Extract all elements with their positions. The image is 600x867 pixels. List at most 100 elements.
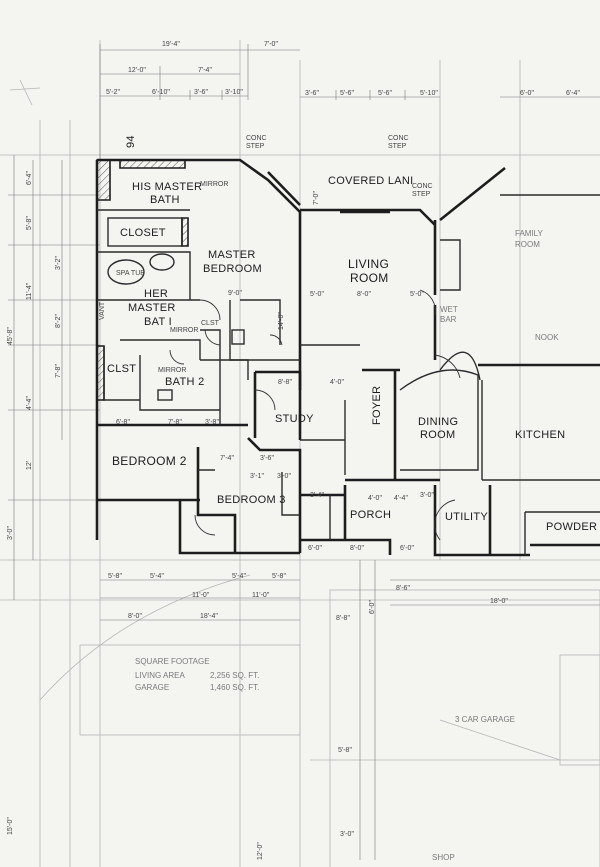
room-powder: POWDER xyxy=(546,521,597,533)
room-master-bedroom-1: MASTER xyxy=(208,249,256,261)
dim-top-6-10: 6'-10" xyxy=(152,89,170,96)
room-clst: CLST xyxy=(107,363,136,375)
room-porch: PORCH xyxy=(350,509,391,521)
dim-bottom-5-8: 5'-8" xyxy=(108,573,122,580)
room-her-bath-1: HER xyxy=(144,288,168,300)
dim-b2-6-8: 6'-8" xyxy=(116,419,130,426)
room-kitchen: KITCHEN xyxy=(515,429,565,441)
room-family-2: ROOM xyxy=(515,240,540,249)
room-garage: 3 CAR GARAGE xyxy=(455,715,515,724)
dim-bottom-8-0: 8'-0" xyxy=(128,613,142,620)
room-bedroom2: BEDROOM 2 xyxy=(112,454,187,468)
dim-b2-7-8: 7'-8" xyxy=(168,419,182,426)
dimension-lines xyxy=(8,44,600,860)
conc-step-2-a: CONC xyxy=(388,135,409,142)
dim-lanai-5-6a: 5'-6" xyxy=(340,90,354,97)
dimension-labels: 19'-4" 7'-0" 12'-0" 7'-4" 5'-2" 6'-10" 3… xyxy=(7,41,580,860)
room-bedroom3: BEDROOM 3 xyxy=(217,494,286,506)
dim-study-8-8: 8'-8" xyxy=(278,379,292,386)
dim-bottom-5-4b: 5'-4" xyxy=(232,573,246,580)
dim-porch-6-0b: 6'-0" xyxy=(400,545,414,552)
room-foyer: FOYER xyxy=(371,386,383,425)
room-study: STUDY xyxy=(275,413,314,425)
room-living-1: LIVING xyxy=(348,257,389,271)
dim-bottom-6-0: 6'-0" xyxy=(369,600,376,614)
handwritten-94: 94 xyxy=(125,135,137,148)
dim-bottom-11-0b: 11'-0" xyxy=(252,592,270,599)
dim-top-right-overall: 7'-0" xyxy=(264,41,278,48)
dim-lanai-5-6b: 5'-6" xyxy=(378,90,392,97)
dim-porch-8-0: 8'-0" xyxy=(350,545,364,552)
dim-left-15-0: 15'-0" xyxy=(7,817,14,835)
room-wet-bar-1: WET xyxy=(440,305,458,314)
room-nook: NOOK xyxy=(535,333,559,342)
dim-top-3-6: 3'-6" xyxy=(194,89,208,96)
dim-top-7-4: 7'-4" xyxy=(198,67,212,74)
sqft-living-label: LIVING AREA xyxy=(135,671,185,680)
sqft-title: SQUARE FOOTAGE xyxy=(135,657,210,666)
mirror-label-2: MIRROR xyxy=(170,327,198,334)
room-dining-1: DINING xyxy=(418,416,458,428)
conc-step-3-b: STEP xyxy=(412,191,431,198)
room-her-bath-3: BAT I xyxy=(144,316,172,328)
conc-step-1-b: STEP xyxy=(246,143,265,150)
sqft-garage-label: GARAGE xyxy=(135,683,169,692)
dim-left-3-2: 3'-2" xyxy=(55,256,62,270)
dim-left-5-8: 5'-8" xyxy=(26,216,33,230)
dim-porch-8-6: 8'-6" xyxy=(396,585,410,592)
dim-left-4-4: 4'-4" xyxy=(26,396,33,410)
square-footage-block: SQUARE FOOTAGE LIVING AREA 2,256 SQ. FT.… xyxy=(135,657,259,692)
conc-step-3-a: CONC xyxy=(412,183,433,190)
dim-b3-3-1: 3'-1" xyxy=(250,473,264,480)
dim-bottom-18-4: 18'-4" xyxy=(200,613,218,620)
dim-b3-3-0: 3'-0" xyxy=(277,473,291,480)
room-master-bedroom-2: BEDROOM xyxy=(203,263,262,275)
room-labels: HIS MASTER BATH CLOSET MASTER BEDROOM CO… xyxy=(107,175,597,862)
room-closet: CLOSET xyxy=(120,227,166,239)
room-dining-2: ROOM xyxy=(420,429,455,441)
room-covered-lanai: COVERED LANI xyxy=(328,175,414,187)
room-family-1: FAMILY xyxy=(515,229,544,238)
room-shop: SHOP xyxy=(432,853,455,862)
dim-mb-9-0: 9'-0" xyxy=(228,290,242,297)
dim-bottom-18-0: 18'-0" xyxy=(490,598,508,605)
room-his-master-bath-2: BATH xyxy=(150,194,180,206)
dim-lr-8-0: 8'-0" xyxy=(357,291,371,298)
dim-bottom-5-8c: 5'-8" xyxy=(338,747,352,754)
spa-tub-label: SPA TUB xyxy=(116,270,145,277)
dim-bottom-8-8: 8'-8" xyxy=(336,615,350,622)
walls xyxy=(95,158,600,557)
room-his-master-bath-1: HIS MASTER xyxy=(132,181,202,193)
dim-right-6-0: 6'-0" xyxy=(520,90,534,97)
dim-bottom-5-8b: 5'-8" xyxy=(272,573,286,580)
room-her-bath-2: MASTER xyxy=(128,302,176,314)
dim-lanai-3-6: 3'-6" xyxy=(305,90,319,97)
mirror-label-3: MIRROR xyxy=(158,367,186,374)
dim-left-12: 12' xyxy=(26,461,33,470)
mirror-label-1: MIRROR xyxy=(200,181,228,188)
dim-bottom-5-4: 5'-4" xyxy=(150,573,164,580)
clst-label-small: CLST xyxy=(201,320,220,327)
dim-right-6-4: 6'-4" xyxy=(566,90,580,97)
dim-porch-4-4: 4'-4" xyxy=(394,495,408,502)
dim-porch-3-4: 3'-4" xyxy=(310,492,324,499)
dim-bottom-11-0: 11'-0" xyxy=(192,592,210,599)
dim-lr-5-0: 5'-0" xyxy=(310,291,324,298)
dim-top-3-10: 3'-10" xyxy=(225,89,243,96)
conc-step-1-a: CONC xyxy=(246,135,267,142)
dim-left-8-2: 8'-2" xyxy=(55,314,62,328)
dim-left-overall: 45'-8" xyxy=(7,327,14,345)
room-utility: UTILITY xyxy=(445,511,488,523)
dim-b2-3-8: 3'-8" xyxy=(205,419,219,426)
room-bath2: BATH 2 xyxy=(165,376,205,388)
sqft-garage-value: 1,460 SQ. FT. xyxy=(210,683,259,692)
conc-step-2-b: STEP xyxy=(388,143,407,150)
dim-top-12: 12'-0" xyxy=(128,67,146,74)
dim-porch-3-0: 3'-0" xyxy=(420,492,434,499)
dim-lanai-7-0: 7'-0" xyxy=(313,191,320,205)
vant-label: VANT xyxy=(99,301,106,320)
dim-bottom-3-0: 3'-0" xyxy=(340,831,354,838)
dim-mb-14-0: 14'-0" xyxy=(278,312,285,330)
